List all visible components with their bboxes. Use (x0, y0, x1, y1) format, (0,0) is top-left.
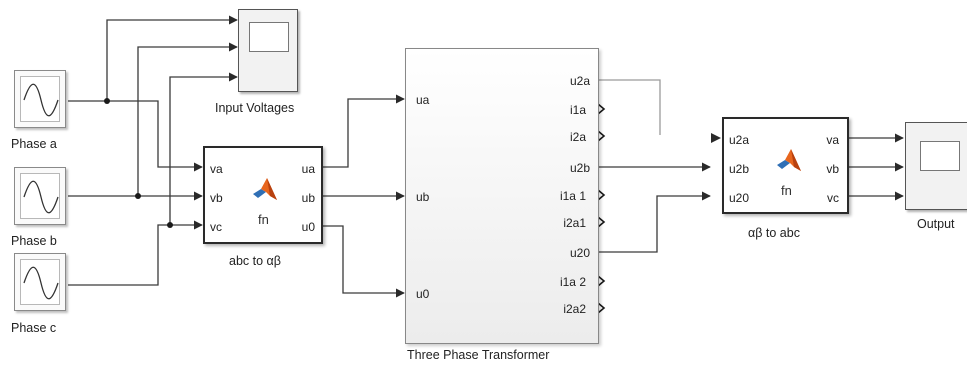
wire-phase-c-scope (169, 72, 238, 225)
junction-phase-c (167, 222, 173, 228)
three-phase-transformer-label: Three Phase Transformer (407, 348, 550, 362)
port-vb: vb (826, 162, 839, 176)
wire-ua (322, 94, 405, 168)
sine-wave-icon (23, 83, 59, 117)
fn-label: fn (781, 183, 792, 198)
output-label: Output (917, 217, 955, 231)
port-in-ua: ua (416, 93, 430, 107)
phase-a-source-block[interactable] (14, 70, 66, 128)
wire-u2a (598, 79, 661, 135)
phase-b-label: Phase b (11, 234, 57, 248)
port-chevron-i1a (597, 103, 606, 115)
abc-to-alphabeta-label: abc to αβ (229, 254, 281, 268)
wire-phase-c (68, 220, 203, 286)
port-u2a: u2a (729, 133, 750, 147)
wire-phase-a-scope (106, 15, 238, 101)
port-chevron-i2a1 (597, 216, 606, 228)
port-chevron-i1a-1 (597, 189, 606, 201)
output-scope-block[interactable] (905, 122, 967, 210)
scope-screen-icon (249, 22, 289, 52)
port-ua: ua (301, 162, 315, 176)
port-vc: vc (210, 220, 222, 234)
phase-b-source-block[interactable] (14, 167, 66, 225)
port-va: va (210, 162, 223, 176)
three-phase-transformer-block[interactable]: ua ub u0 u2a i1a i2a u2b i1a 1 i2a1 u20 … (405, 48, 599, 344)
port-va: va (826, 133, 839, 147)
phase-a-label: Phase a (11, 137, 57, 151)
alphabeta-to-abc-label: αβ to abc (748, 226, 800, 240)
port-ub: ub (301, 191, 315, 205)
wire-phase-b-scope (137, 42, 238, 196)
port-out-u20: u20 (569, 246, 590, 260)
phase-c-label: Phase c (11, 321, 57, 335)
port-u0: u0 (301, 220, 315, 234)
alphabeta-to-abc-block[interactable]: u2a u2b u20 va vb vc fn (722, 117, 849, 214)
wire-phase-a (68, 100, 203, 172)
port-chevron-i1a-2 (597, 275, 606, 287)
port-chevron-i2a (597, 130, 606, 142)
port-u20: u20 (729, 191, 750, 205)
port-u2b: u2b (729, 162, 750, 176)
port-in-u0: u0 (416, 287, 430, 301)
port-in-ub: ub (416, 190, 430, 204)
scope-screen-icon (920, 141, 960, 171)
port-vb: vb (210, 191, 223, 205)
input-voltages-scope-block[interactable] (238, 9, 298, 92)
input-voltages-label: Input Voltages (215, 101, 295, 115)
sine-wave-icon (23, 180, 59, 214)
port-out-i2a: i2a (569, 130, 586, 144)
sine-wave-icon (23, 266, 59, 300)
matlab-logo-icon (253, 178, 277, 200)
wire-u20 (598, 191, 711, 253)
port-out-u2a: u2a (569, 74, 590, 88)
port-out-i1a: i1a (569, 103, 586, 117)
port-out-i2a2: i2a2 (563, 302, 586, 316)
port-chevron-i2a2 (597, 302, 606, 314)
fn-label: fn (258, 212, 269, 227)
junction-phase-b (135, 193, 141, 199)
phase-c-source-block[interactable] (14, 253, 66, 311)
port-out-i1a-2: i1a 2 (559, 275, 586, 289)
junction-phase-a (104, 98, 110, 104)
port-out-i2a1: i2a1 (563, 216, 586, 230)
arrow-u2a-in (711, 133, 721, 143)
abc-to-alphabeta-block[interactable]: va vb vc ua ub u0 fn (203, 146, 323, 244)
port-out-u2b: u2b (569, 161, 590, 175)
port-out-i1a-1: i1a 1 (559, 189, 586, 203)
matlab-logo-icon (777, 149, 801, 171)
port-vc: vc (827, 191, 839, 205)
wire-u0 (322, 225, 405, 298)
